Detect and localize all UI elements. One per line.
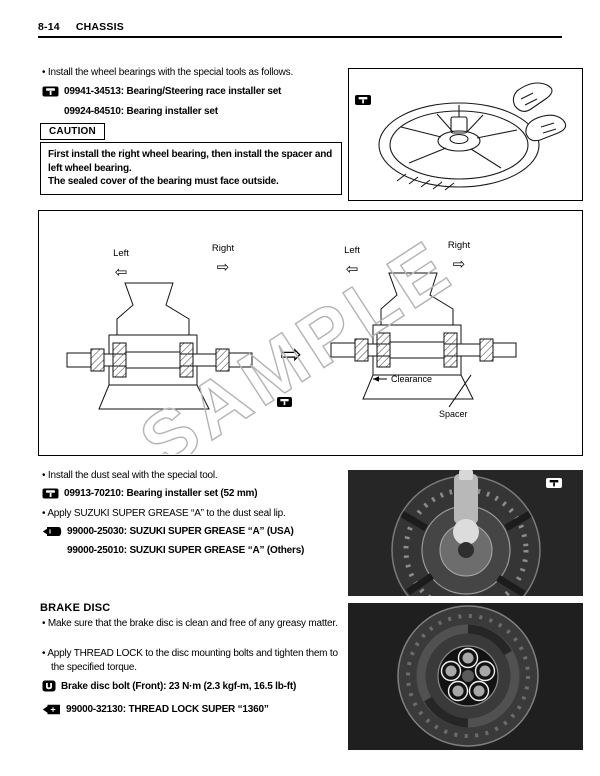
right-label-2: Right <box>448 240 471 251</box>
brake-disc-heading: BRAKE DISC <box>40 602 111 614</box>
step-apply-grease: • Apply SUZUKI SUPER GREASE “A” to the d… <box>42 508 286 519</box>
special-tool-icon <box>355 95 371 105</box>
left-arrow-icon-1: ⇦ <box>115 263 128 281</box>
hub-installer-photo-image <box>348 470 583 596</box>
tightening-torque-icon <box>42 680 56 692</box>
step-thread-lock: • Apply THREAD LOCK to the disc mounting… <box>42 648 338 673</box>
thread-lock-text: 99000-32130: THREAD LOCK SUPER “1360” <box>66 704 269 715</box>
hands-line-art <box>512 82 567 142</box>
step-install-dust-seal: • Install the dust seal with the special… <box>42 470 218 481</box>
brake-disc-photo-image <box>348 603 583 750</box>
special-tool-text: 09913-70210: Bearing installer set (52 m… <box>64 488 258 499</box>
clearance-callout-arrowhead <box>373 376 379 382</box>
header-rule <box>38 36 562 38</box>
hub-installer-photo <box>348 470 583 596</box>
wheel-line-art <box>378 102 540 191</box>
special-tool-icon <box>277 397 292 407</box>
special-tool-icon <box>42 86 59 97</box>
right-arrow-icon-1: ⇨ <box>217 258 230 276</box>
page-header: 8-14 CHASSIS <box>38 21 124 33</box>
grease-line-usa: 99000-25030: SUZUKI SUPER GREASE “A” (US… <box>42 526 294 537</box>
step-install-bearings: • Install the wheel bearings with the sp… <box>42 67 294 78</box>
section-title: CHASSIS <box>75 21 124 33</box>
caution-label: CAUTION <box>40 123 105 140</box>
grease-line-others: 99000-25010: SUZUKI SUPER GREASE “A” (Ot… <box>67 545 305 556</box>
special-tool-line-2: 09924-84510: Bearing installer set <box>64 106 218 117</box>
special-tool-icon <box>42 488 59 499</box>
bearing-install-drawing <box>355 82 567 191</box>
grease-icon <box>42 527 62 536</box>
caution-text-2: The sealed cover of the bearing must fac… <box>48 176 279 187</box>
torque-spec-text: Brake disc bolt (Front): 23 N·m (2.3 kgf… <box>61 680 297 692</box>
left-label-1: Left <box>113 248 129 259</box>
special-tool-line-1: 09941-34513: Bearing/Steering race insta… <box>42 86 281 97</box>
bearing-installation-diagram: Left ⇦ Right ⇨ Left ⇦ Right ⇨ ⇨ Clear <box>66 222 517 455</box>
step-disc-clean: • Make sure that the brake disc is clean… <box>42 618 338 629</box>
caution-box: First install the right wheel bearing, t… <box>40 142 342 195</box>
page-number: 8-14 <box>38 21 60 33</box>
spacer-label: Spacer <box>439 409 468 419</box>
special-tool-line-dust-seal: 09913-70210: Bearing installer set (52 m… <box>42 488 258 499</box>
bearing-diagram-box: Left ⇦ Right ⇨ Left ⇦ Right ⇨ ⇨ Clear <box>38 210 583 456</box>
caution-text-1: First install the right wheel bearing, t… <box>48 149 333 174</box>
right-arrow-icon-2: ⇨ <box>453 255 466 273</box>
process-arrow-icon: ⇨ <box>280 340 302 370</box>
right-label-1: Right <box>212 243 235 254</box>
clearance-label: Clearance <box>391 374 432 384</box>
brake-disc-photo <box>348 603 583 750</box>
left-arrow-icon-2: ⇦ <box>346 260 359 278</box>
spacer-callout-line <box>448 374 472 408</box>
bearing-install-illustration <box>348 68 583 201</box>
grease-text-usa: 99000-25030: SUZUKI SUPER GREASE “A” (US… <box>67 526 294 537</box>
special-tool-text: 09941-34513: Bearing/Steering race insta… <box>64 86 282 97</box>
disc-mounting-bolts <box>440 647 496 702</box>
special-tool-icon <box>546 478 562 488</box>
left-label-2: Left <box>344 245 360 256</box>
thread-lock-line: 99000-32130: THREAD LOCK SUPER “1360” <box>42 704 269 715</box>
torque-spec-line: Brake disc bolt (Front): 23 N·m (2.3 kgf… <box>42 680 296 692</box>
thread-lock-icon <box>42 704 60 715</box>
